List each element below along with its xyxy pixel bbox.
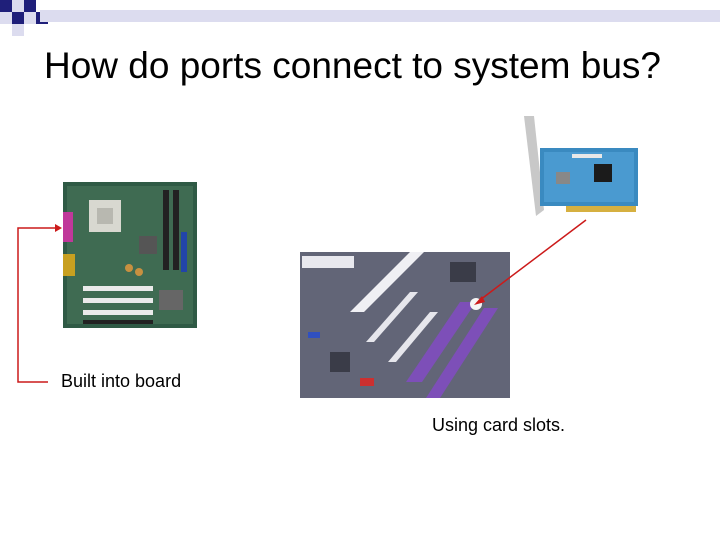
slide-title: How do ports connect to system bus?: [44, 45, 661, 86]
expansion-slots-image: [300, 252, 510, 398]
motherboard-image: [63, 182, 197, 328]
arrowhead-icon: [55, 224, 62, 232]
network-card-image: [524, 116, 638, 216]
header-decoration: [0, 0, 720, 36]
caption-built-into-board: Built into board: [61, 371, 182, 391]
bracket-arrow: [17, 227, 60, 383]
caption-card-slots: Using card slots.: [432, 415, 566, 435]
